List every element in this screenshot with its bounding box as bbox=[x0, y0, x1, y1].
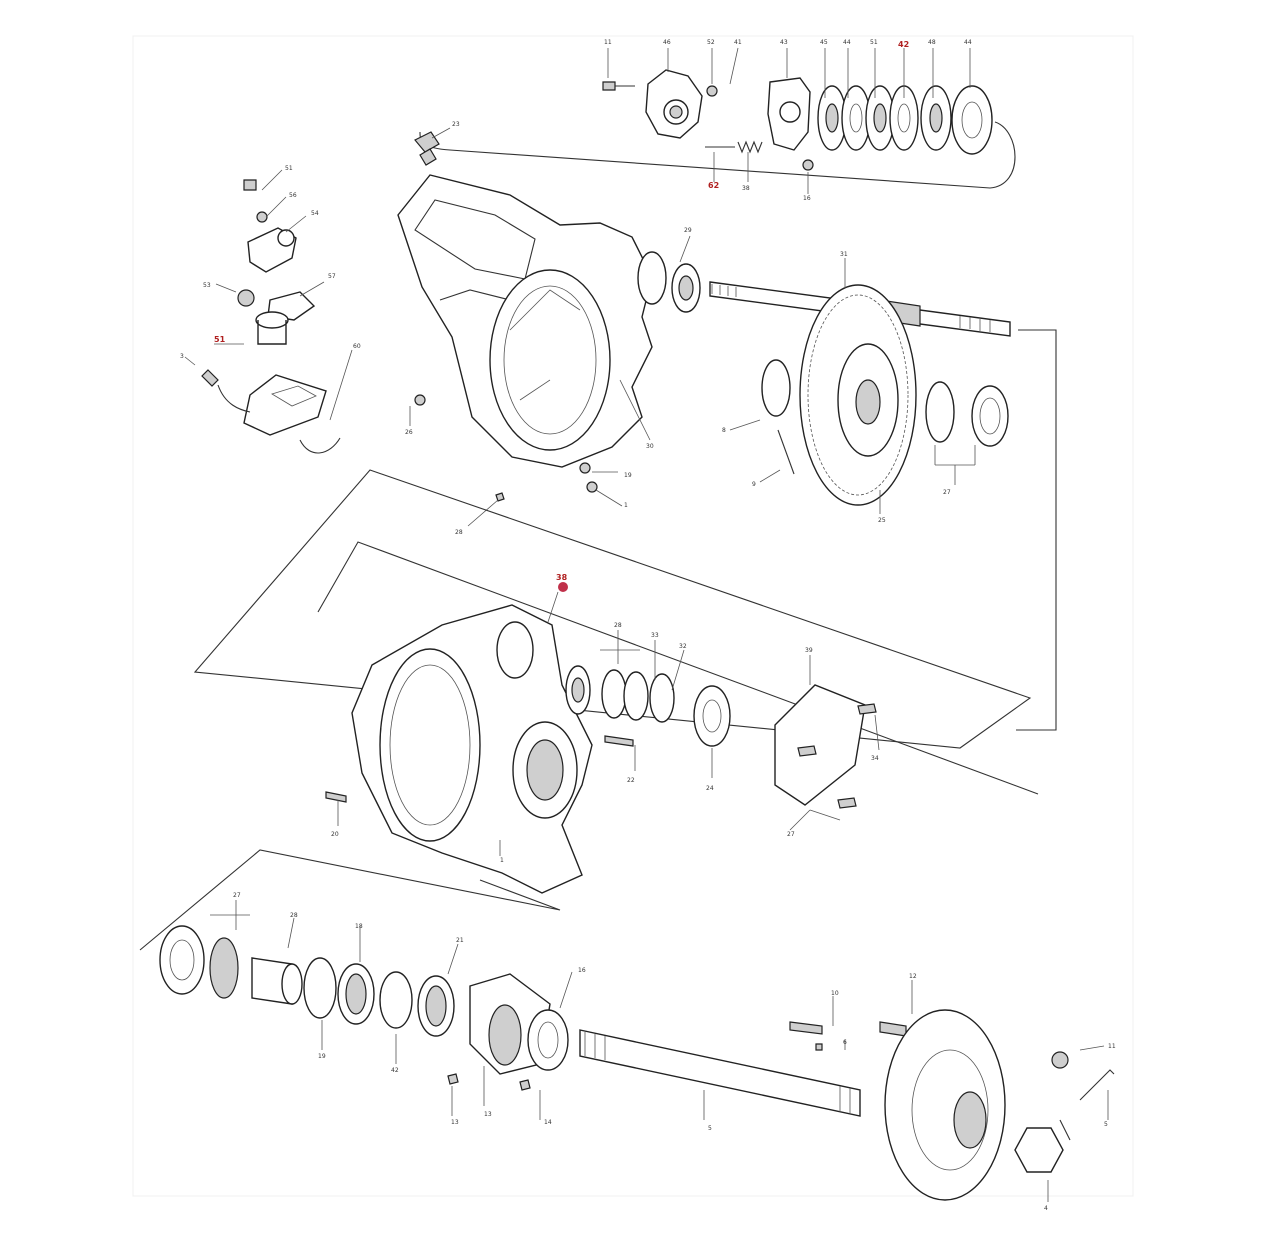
highlight-marker bbox=[558, 582, 568, 592]
upper-housing-group: 23 26 30 19 1 28 29 bbox=[397, 121, 701, 536]
svg-text:18: 18 bbox=[355, 923, 363, 930]
svg-text:31: 31 bbox=[840, 251, 848, 258]
svg-text:16: 16 bbox=[578, 967, 586, 974]
svg-text:26: 26 bbox=[405, 429, 413, 436]
svg-text:41: 41 bbox=[734, 39, 742, 46]
diagram-frame bbox=[132, 35, 1134, 1197]
svg-text:6: 6 bbox=[843, 1039, 847, 1046]
bolt-top-left bbox=[602, 81, 616, 91]
svg-text:48: 48 bbox=[928, 39, 936, 46]
svg-text:3: 3 bbox=[180, 353, 184, 360]
svg-text:43: 43 bbox=[780, 39, 788, 46]
svg-text:4: 4 bbox=[1044, 1205, 1048, 1212]
svg-text:22: 22 bbox=[627, 777, 635, 784]
svg-text:1: 1 bbox=[624, 502, 628, 509]
mounting-plate bbox=[243, 374, 327, 436]
svg-text:19: 19 bbox=[624, 472, 632, 479]
svg-text:32: 32 bbox=[679, 643, 687, 650]
spring bbox=[705, 140, 763, 154]
svg-text:39: 39 bbox=[805, 647, 813, 654]
svg-text:29: 29 bbox=[684, 227, 692, 234]
svg-text:1: 1 bbox=[500, 857, 504, 864]
svg-text:28: 28 bbox=[455, 529, 463, 536]
svg-text:27: 27 bbox=[233, 892, 241, 899]
label-42-top: 42 bbox=[898, 40, 909, 49]
svg-text:46: 46 bbox=[663, 39, 671, 46]
bearing-left bbox=[761, 359, 791, 417]
label-62: 62 bbox=[708, 181, 719, 190]
seal-ring bbox=[693, 685, 731, 747]
svg-text:28: 28 bbox=[290, 912, 298, 919]
svg-text:44: 44 bbox=[964, 39, 972, 46]
output-shaft-group: 27 28 18 21 16 19 42 13 13 14 5 10 6 12 11 5 4 bbox=[159, 892, 1116, 1212]
svg-text:8: 8 bbox=[722, 427, 726, 434]
svg-text:24: 24 bbox=[706, 785, 714, 792]
label-38: 38 bbox=[556, 573, 568, 582]
svg-text:9: 9 bbox=[752, 481, 756, 488]
svg-text:53: 53 bbox=[203, 282, 211, 289]
svg-text:27: 27 bbox=[787, 831, 795, 838]
svg-text:56: 56 bbox=[289, 192, 297, 199]
lower-housing-group: 38 28 33 32 39 24 22 34 27 20 1 bbox=[325, 573, 880, 894]
svg-text:51: 51 bbox=[285, 165, 293, 172]
hub-nut bbox=[1014, 1127, 1064, 1173]
output-shaft bbox=[579, 1029, 861, 1117]
svg-text:13: 13 bbox=[451, 1119, 459, 1126]
svg-text:44: 44 bbox=[843, 39, 851, 46]
valve-actuator-group: 51 56 54 53 57 51 3 60 bbox=[180, 165, 361, 454]
nut-top bbox=[706, 85, 718, 97]
svg-text:52: 52 bbox=[707, 39, 715, 46]
svg-text:25: 25 bbox=[878, 517, 886, 524]
svg-text:5: 5 bbox=[1104, 1121, 1108, 1128]
svg-text:30: 30 bbox=[646, 443, 654, 450]
svg-text:51: 51 bbox=[870, 39, 878, 46]
svg-text:60: 60 bbox=[353, 343, 361, 350]
label-51: 51 bbox=[214, 335, 226, 344]
svg-text:38: 38 bbox=[742, 185, 750, 192]
svg-text:42: 42 bbox=[391, 1067, 399, 1074]
housing-bore bbox=[489, 269, 611, 451]
bearing-right bbox=[925, 381, 955, 443]
svg-text:20: 20 bbox=[331, 831, 339, 838]
svg-text:10: 10 bbox=[831, 990, 839, 997]
cover-plate bbox=[774, 684, 866, 806]
svg-text:11: 11 bbox=[604, 39, 612, 46]
wheel-hub-flange bbox=[884, 1009, 1006, 1201]
fitting-top bbox=[414, 131, 440, 166]
svg-text:19: 19 bbox=[318, 1053, 326, 1060]
svg-text:14: 14 bbox=[544, 1119, 552, 1126]
piston-cap bbox=[255, 311, 289, 345]
svg-text:12: 12 bbox=[909, 973, 917, 980]
svg-text:45: 45 bbox=[820, 39, 828, 46]
svg-text:16: 16 bbox=[803, 195, 811, 202]
svg-text:27: 27 bbox=[943, 489, 951, 496]
clutch-pack-group: 11 46 52 41 43 45 44 51 42 48 44 62 38 16 bbox=[419, 39, 1016, 202]
clutch-discs bbox=[817, 85, 993, 155]
svg-text:33: 33 bbox=[651, 632, 659, 639]
key bbox=[789, 1021, 823, 1035]
svg-text:28: 28 bbox=[614, 622, 622, 629]
gear-shaft-group: 31 8 9 25 27 bbox=[709, 251, 1011, 524]
svg-text:34: 34 bbox=[871, 755, 879, 762]
bolt-valve bbox=[243, 179, 257, 191]
svg-text:23: 23 bbox=[452, 121, 460, 128]
bearing-cup-bottom bbox=[159, 925, 205, 995]
svg-text:54: 54 bbox=[311, 210, 319, 217]
svg-text:13: 13 bbox=[484, 1111, 492, 1118]
svg-text:5: 5 bbox=[708, 1125, 712, 1132]
svg-text:57: 57 bbox=[328, 273, 336, 280]
svg-text:11: 11 bbox=[1108, 1043, 1116, 1050]
svg-text:21: 21 bbox=[456, 937, 464, 944]
